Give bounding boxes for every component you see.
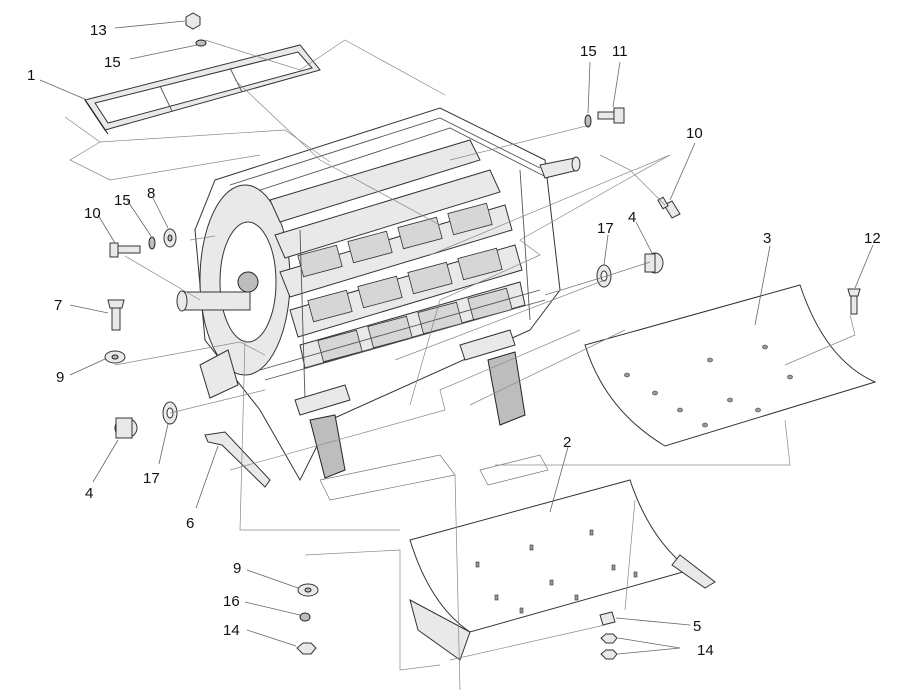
callout-13-top: 13 bbox=[90, 22, 107, 39]
part-3-concave-plate bbox=[584, 284, 877, 447]
part-11-bolt bbox=[597, 107, 625, 124]
part-16-washer-bottom bbox=[299, 612, 311, 622]
part-5-plate bbox=[599, 611, 616, 626]
part-2-bottom-trough bbox=[409, 479, 716, 661]
callout-1: 1 bbox=[27, 67, 35, 84]
part-14-nut-right-a bbox=[600, 633, 618, 644]
part-10-bolt-left bbox=[109, 242, 141, 258]
part-15-washer-right bbox=[584, 114, 592, 128]
callout-3: 3 bbox=[763, 230, 771, 247]
callout-10-right: 10 bbox=[686, 125, 703, 142]
callout-4-left: 4 bbox=[85, 485, 93, 502]
bracket-left bbox=[199, 349, 239, 399]
part-9-washer-bottom bbox=[297, 583, 319, 597]
callout-7: 7 bbox=[54, 297, 62, 314]
callout-4-right: 4 bbox=[628, 209, 636, 226]
assembly-guide-lines bbox=[64, 39, 856, 691]
part-15-washer-top bbox=[195, 39, 207, 47]
callout-6: 6 bbox=[186, 515, 194, 532]
callout-9-left: 9 bbox=[56, 369, 64, 386]
callout-labels: 13 15 1 15 11 10 10 15 8 17 4 3 12 7 9 2… bbox=[27, 22, 881, 659]
callout-15-left: 15 bbox=[114, 192, 131, 209]
callout-16: 16 bbox=[223, 593, 240, 610]
callout-5: 5 bbox=[693, 618, 701, 635]
part-10-bolt-right bbox=[657, 196, 681, 219]
part-9-washer-left bbox=[104, 350, 126, 364]
callout-11: 11 bbox=[612, 43, 628, 60]
main-housing-assembly bbox=[176, 107, 581, 501]
callout-8: 8 bbox=[147, 185, 155, 202]
part-15-washer-left bbox=[148, 236, 156, 250]
part-4-cap-left bbox=[114, 417, 138, 439]
part-13-nut-top bbox=[185, 12, 201, 30]
part-14-nut-right-b bbox=[600, 649, 618, 660]
part-1-top-cover bbox=[84, 44, 321, 135]
callout-12: 12 bbox=[864, 230, 881, 247]
callout-14-bottom-right: 14 bbox=[697, 642, 714, 659]
part-14-nut-bottom-left bbox=[296, 642, 317, 655]
callout-15-right: 15 bbox=[580, 43, 597, 60]
callout-10-left: 10 bbox=[84, 205, 101, 222]
part-17-washer-right bbox=[596, 264, 612, 288]
callout-9-bottom: 9 bbox=[233, 560, 241, 577]
part-7-bolt bbox=[107, 299, 125, 331]
callout-17-left: 17 bbox=[143, 470, 160, 487]
leader-lines bbox=[39, 20, 874, 655]
part-8-washer bbox=[163, 228, 177, 248]
callout-15-top: 15 bbox=[104, 54, 121, 71]
callout-2: 2 bbox=[563, 434, 571, 451]
part-12-bolt bbox=[847, 288, 861, 315]
callout-14-bottom-left: 14 bbox=[223, 622, 240, 639]
part-6-strip bbox=[204, 431, 271, 488]
callout-17-right: 17 bbox=[597, 220, 614, 237]
